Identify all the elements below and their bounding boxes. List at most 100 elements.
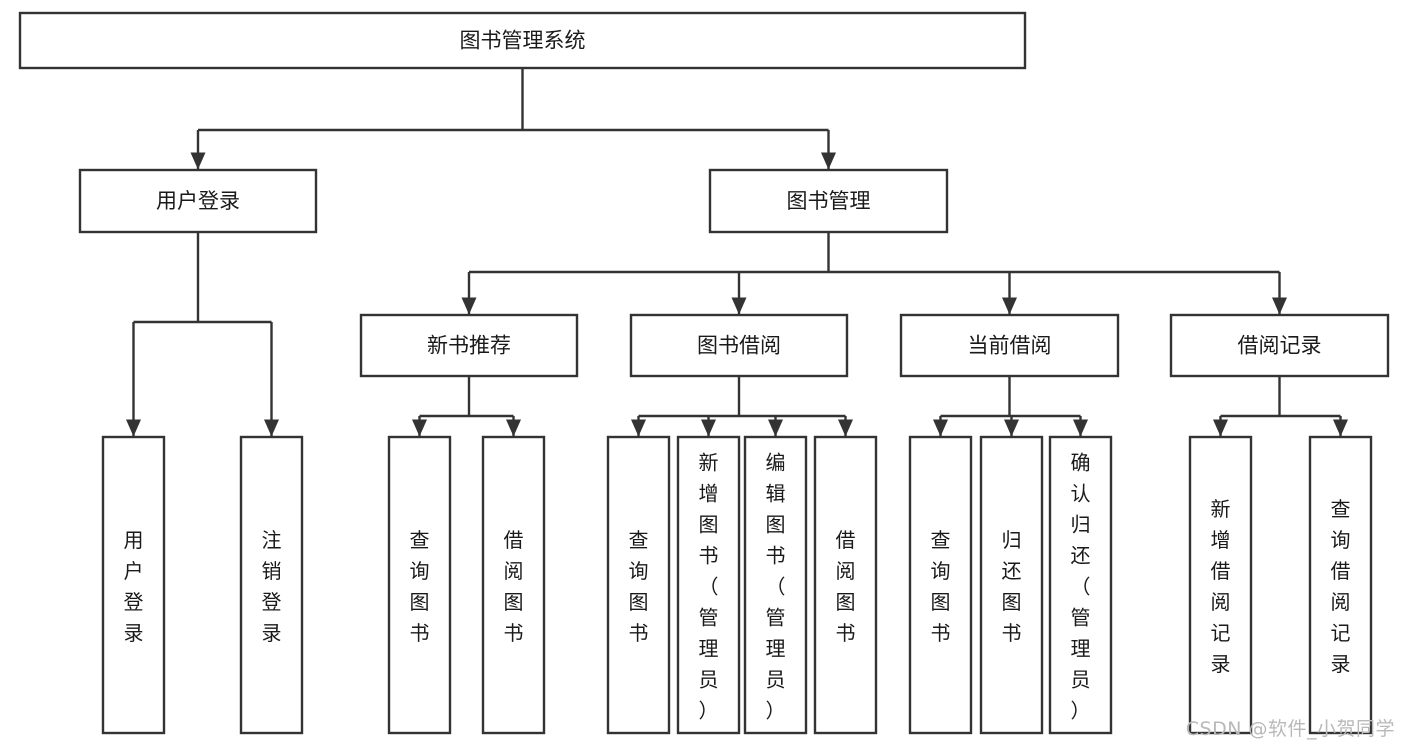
leaf-user-login-1[interactable] [239, 435, 304, 735]
svg-text:理: 理 [1071, 637, 1091, 661]
leaf-current-borrow-1[interactable] [979, 435, 1044, 735]
leaf-new-book-rec-1[interactable] [481, 435, 546, 735]
node-borrow-record[interactable] [1169, 313, 1390, 378]
svg-text:询: 询 [931, 559, 951, 583]
svg-text:增: 增 [699, 482, 719, 506]
svg-text:书: 书 [766, 544, 786, 568]
leaf-user-login-0-label: 用户登录 [124, 528, 144, 645]
svg-text:理: 理 [699, 637, 719, 661]
svg-text:询: 询 [1331, 528, 1351, 552]
svg-text:录: 录 [124, 621, 144, 645]
svg-text:书: 书 [931, 621, 951, 645]
svg-text:阅: 阅 [504, 559, 524, 583]
arrow-head-icon [933, 419, 948, 437]
node-book-manage[interactable] [708, 168, 949, 234]
svg-text:增: 增 [1211, 528, 1231, 552]
svg-text:询: 询 [410, 559, 430, 583]
arrow-head-icon [126, 419, 141, 437]
svg-text:管: 管 [699, 606, 719, 630]
svg-text:辑: 辑 [766, 482, 786, 506]
label-layer: 图书管理系统用户登录用户登录注销登录图书管理新书推荐查询图书借阅图书图书借阅查询… [124, 29, 1351, 723]
svg-text:员: 员 [699, 668, 719, 692]
svg-text:归: 归 [1071, 513, 1091, 537]
svg-text:图: 图 [931, 590, 951, 614]
svg-text:查: 查 [931, 528, 951, 552]
svg-text:）: ） [1071, 699, 1091, 723]
node-book-manage-label: 图书管理 [787, 189, 871, 213]
svg-text:借: 借 [504, 528, 524, 552]
node-user-login[interactable] [78, 168, 318, 234]
leaf-borrow-record-1[interactable] [1308, 435, 1373, 735]
svg-text:录: 录 [262, 621, 282, 645]
leaf-book-borrow-2[interactable] [743, 435, 808, 735]
arrow-head-icon [701, 419, 716, 437]
svg-text:查: 查 [1331, 497, 1351, 521]
arrow-head-icon [768, 419, 783, 437]
svg-text:询: 询 [629, 559, 649, 583]
svg-text:借: 借 [836, 528, 856, 552]
svg-text:图: 图 [699, 513, 719, 537]
svg-text:编: 编 [766, 451, 786, 475]
svg-text:书: 书 [504, 621, 524, 645]
svg-text:图: 图 [410, 590, 430, 614]
svg-text:新: 新 [699, 451, 719, 475]
node-root[interactable] [18, 11, 1027, 70]
node-current-borrow[interactable] [899, 313, 1120, 378]
node-new-book-rec-label: 新书推荐 [427, 334, 511, 358]
svg-text:图: 图 [629, 590, 649, 614]
node-book-borrow[interactable] [629, 313, 849, 378]
svg-text:还: 还 [1002, 559, 1022, 583]
svg-text:阅: 阅 [1211, 590, 1231, 614]
svg-text:录: 录 [1211, 652, 1231, 676]
arrow-head-icon [190, 152, 206, 170]
svg-text:阅: 阅 [1331, 590, 1351, 614]
leaf-book-borrow-1[interactable] [676, 435, 741, 735]
arrow-head-icon [1213, 419, 1228, 437]
leaf-book-borrow-0[interactable] [606, 435, 671, 735]
leaf-book-borrow-3[interactable] [813, 435, 878, 735]
node-borrow-record-label: 借阅记录 [1238, 334, 1322, 358]
svg-text:书: 书 [410, 621, 430, 645]
arrow-head-icon [631, 419, 646, 437]
arrow-head-icon [264, 419, 279, 437]
svg-text:查: 查 [410, 528, 430, 552]
svg-text:记: 记 [1211, 621, 1231, 645]
svg-text:（: （ [766, 575, 786, 599]
svg-text:管: 管 [1071, 606, 1091, 630]
leaf-current-borrow-0[interactable] [908, 435, 973, 735]
node-layer [18, 11, 1390, 735]
arrow-head-icon [1004, 419, 1019, 437]
arrow-head-icon [506, 419, 521, 437]
arrow-head-icon [838, 419, 853, 437]
svg-text:书: 书 [629, 621, 649, 645]
arrow-head-icon [821, 152, 836, 170]
svg-text:记: 记 [1331, 621, 1351, 645]
svg-text:借: 借 [1331, 559, 1351, 583]
leaf-current-borrow-2[interactable] [1048, 435, 1113, 735]
svg-text:图: 图 [504, 590, 524, 614]
svg-text:阅: 阅 [836, 559, 856, 583]
svg-text:）: ） [766, 699, 786, 723]
svg-text:图: 图 [766, 513, 786, 537]
svg-text:图: 图 [1002, 590, 1022, 614]
svg-text:新: 新 [1211, 497, 1231, 521]
svg-text:书: 书 [699, 544, 719, 568]
leaf-user-login-0[interactable] [101, 435, 166, 735]
svg-text:注: 注 [262, 528, 282, 552]
leaf-borrow-record-0[interactable] [1188, 435, 1253, 735]
svg-text:认: 认 [1071, 482, 1091, 506]
svg-text:（: （ [1071, 575, 1091, 599]
svg-text:户: 户 [124, 559, 144, 583]
svg-text:）: ） [699, 699, 719, 723]
node-new-book-rec[interactable] [359, 313, 579, 378]
arrow-head-icon [1272, 297, 1287, 315]
leaf-new-book-rec-0[interactable] [387, 435, 452, 735]
arrow-head-icon [1073, 419, 1088, 437]
